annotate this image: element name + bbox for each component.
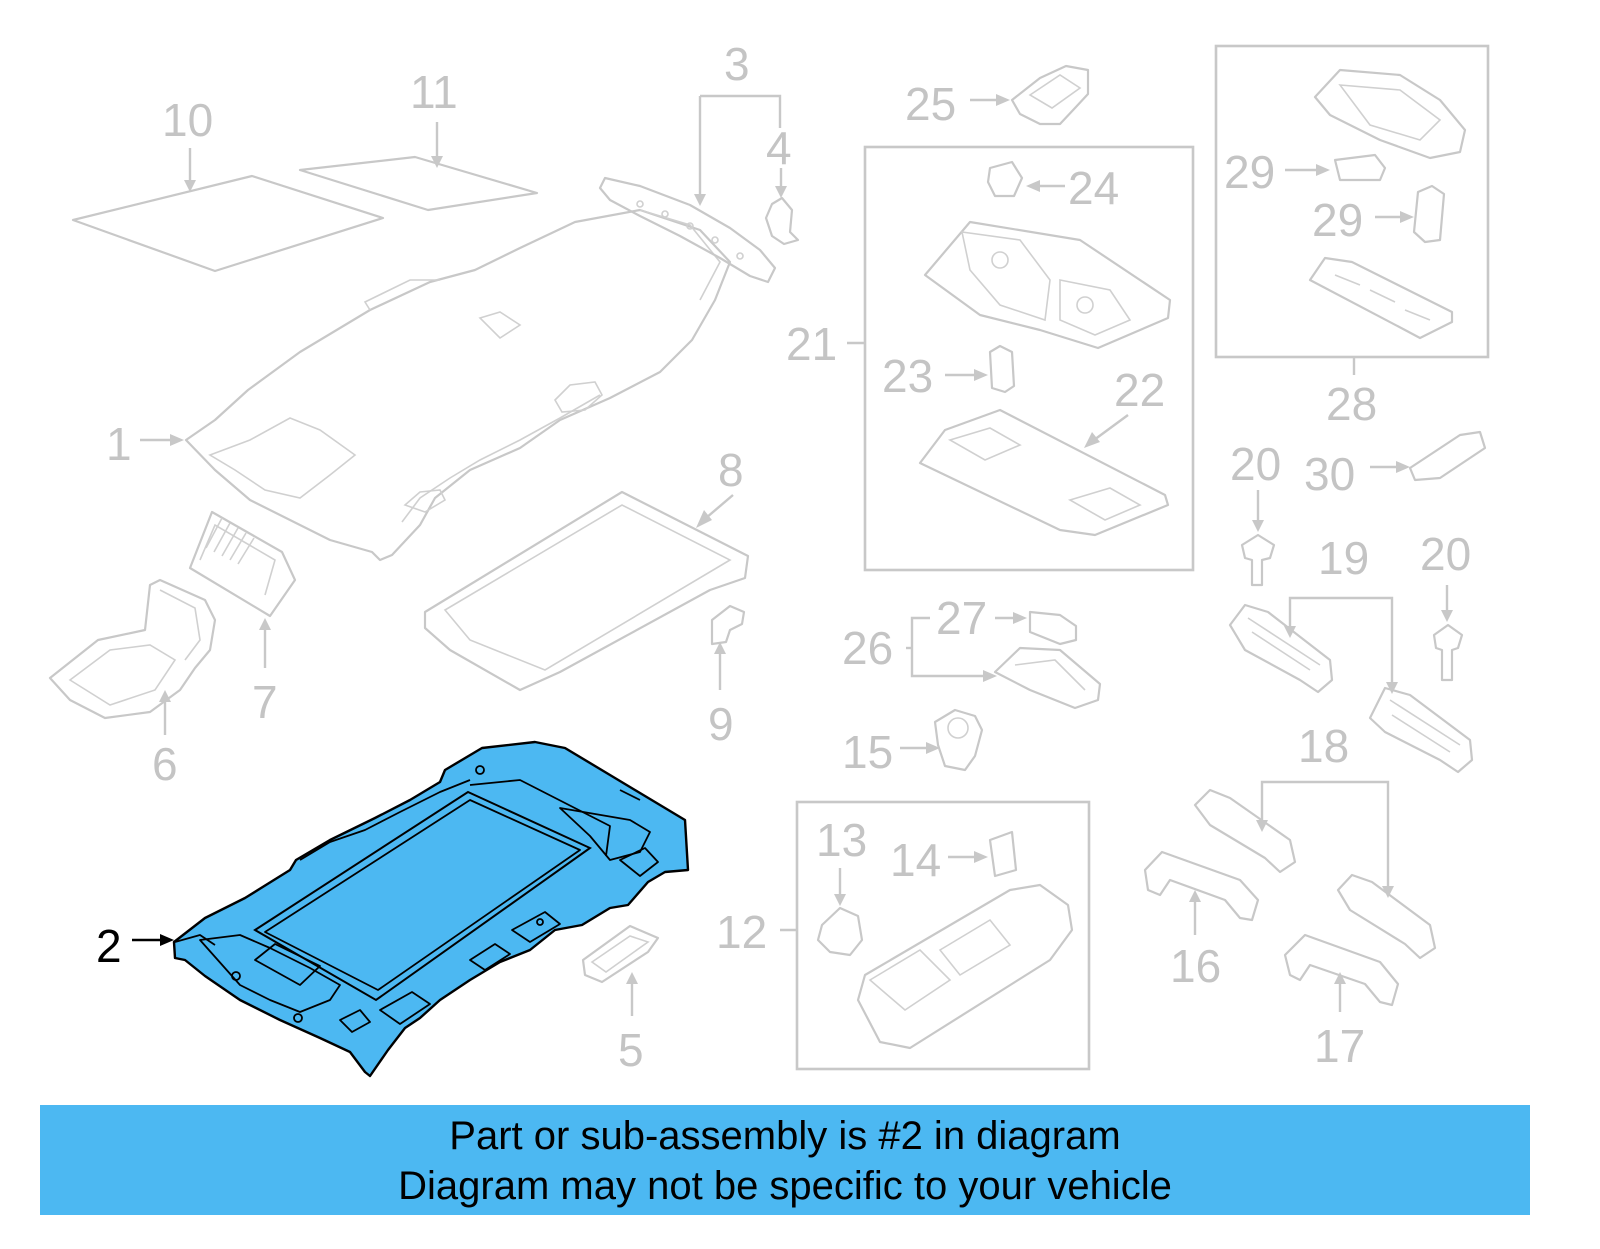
callout-13: 13 <box>816 814 867 866</box>
callout-12: 12 <box>716 906 767 958</box>
callout-16: 16 <box>1170 940 1221 992</box>
part-12-sun-visor[interactable] <box>856 883 1074 1050</box>
part-14-clip[interactable] <box>988 830 1018 878</box>
callout-22: 22 <box>1114 364 1165 416</box>
callout-28: 28 <box>1326 378 1377 430</box>
part-18-bracket-a[interactable] <box>1193 788 1297 874</box>
part-7-cover[interactable] <box>188 510 297 618</box>
callout-11: 11 <box>410 66 458 118</box>
callout-5: 5 <box>618 1024 644 1076</box>
part-23-bulb[interactable] <box>988 344 1016 394</box>
part-21-overhead-console[interactable] <box>923 220 1172 350</box>
callout-9: 9 <box>708 698 734 750</box>
callout-18: 18 <box>1298 720 1349 772</box>
part-26-lamp[interactable] <box>993 646 1102 710</box>
part-17-grab-handle[interactable] <box>1283 933 1400 1007</box>
callout-24: 24 <box>1068 162 1119 214</box>
part-27-bulb[interactable] <box>1028 610 1078 646</box>
part-25-lamp[interactable] <box>1010 64 1090 126</box>
callout-6: 6 <box>152 738 178 790</box>
part-19-bracket-b[interactable] <box>1368 686 1474 774</box>
part-28-lens[interactable] <box>1308 256 1454 340</box>
callout-3: 3 <box>724 38 750 90</box>
part-4-clip[interactable] <box>764 196 800 246</box>
callout-25: 25 <box>905 78 956 130</box>
callout-27: 27 <box>936 592 987 644</box>
callout-23: 23 <box>882 350 933 402</box>
part-13-clip[interactable] <box>816 906 864 957</box>
callout-26: 26 <box>842 622 893 674</box>
callout-8: 8 <box>718 444 744 496</box>
banner-line-2: Diagram may not be specific to your vehi… <box>398 1164 1172 1208</box>
part-16-grab-handle[interactable] <box>1143 850 1260 922</box>
part-20-screw-a[interactable] <box>1240 533 1276 587</box>
callout-14: 14 <box>890 834 941 886</box>
part-20-screw-b[interactable] <box>1432 623 1464 682</box>
banner-line-1: Part or sub-assembly is #2 in diagram <box>449 1114 1121 1158</box>
group-box-28 <box>1214 44 1490 359</box>
part-22-lens[interactable] <box>918 408 1170 537</box>
info-banner: Part or sub-assembly is #2 in diagram Di… <box>40 1105 1530 1215</box>
part-29-bulb-b[interactable] <box>1412 184 1446 244</box>
callout-29b: 29 <box>1312 194 1363 246</box>
callout-21: 21 <box>786 318 837 370</box>
callout-7: 7 <box>252 676 278 728</box>
callout-4: 4 <box>766 122 792 174</box>
callout-15: 15 <box>842 726 893 778</box>
part-9-bracket[interactable] <box>710 604 746 646</box>
callout-2[interactable]: 2 <box>96 920 122 972</box>
part-11-shape[interactable] <box>298 155 539 212</box>
part-15-retainer[interactable] <box>933 708 984 772</box>
callout-10: 10 <box>162 94 213 146</box>
part-30-lamp[interactable] <box>1408 430 1487 482</box>
part-3-strip[interactable] <box>598 176 777 284</box>
part-10-shape[interactable] <box>71 174 385 273</box>
part-6-console[interactable] <box>48 578 217 720</box>
callout-19: 19 <box>1318 532 1369 584</box>
callout-17: 17 <box>1314 1020 1365 1072</box>
part-18-bracket-b[interactable] <box>1336 873 1437 960</box>
callout-29a: 29 <box>1224 146 1275 198</box>
callout-20b: 20 <box>1420 528 1471 580</box>
part-5-lamp[interactable] <box>581 924 660 984</box>
part-28-lamp-assembly[interactable] <box>1313 68 1467 160</box>
callout-30: 30 <box>1304 448 1355 500</box>
callout-1: 1 <box>106 418 132 470</box>
callout-20a: 20 <box>1230 438 1281 490</box>
part-19-bracket-a[interactable] <box>1228 603 1334 694</box>
part-29-bulb-a[interactable] <box>1333 153 1387 182</box>
group-box-21 <box>863 145 1195 572</box>
part-8-frame[interactable] <box>423 490 750 692</box>
part-24-bulb[interactable] <box>986 160 1024 198</box>
group-box-12 <box>795 800 1091 1071</box>
part-1-headliner[interactable] <box>184 208 732 562</box>
part-2-highlighted-headliner[interactable] <box>172 740 690 1078</box>
